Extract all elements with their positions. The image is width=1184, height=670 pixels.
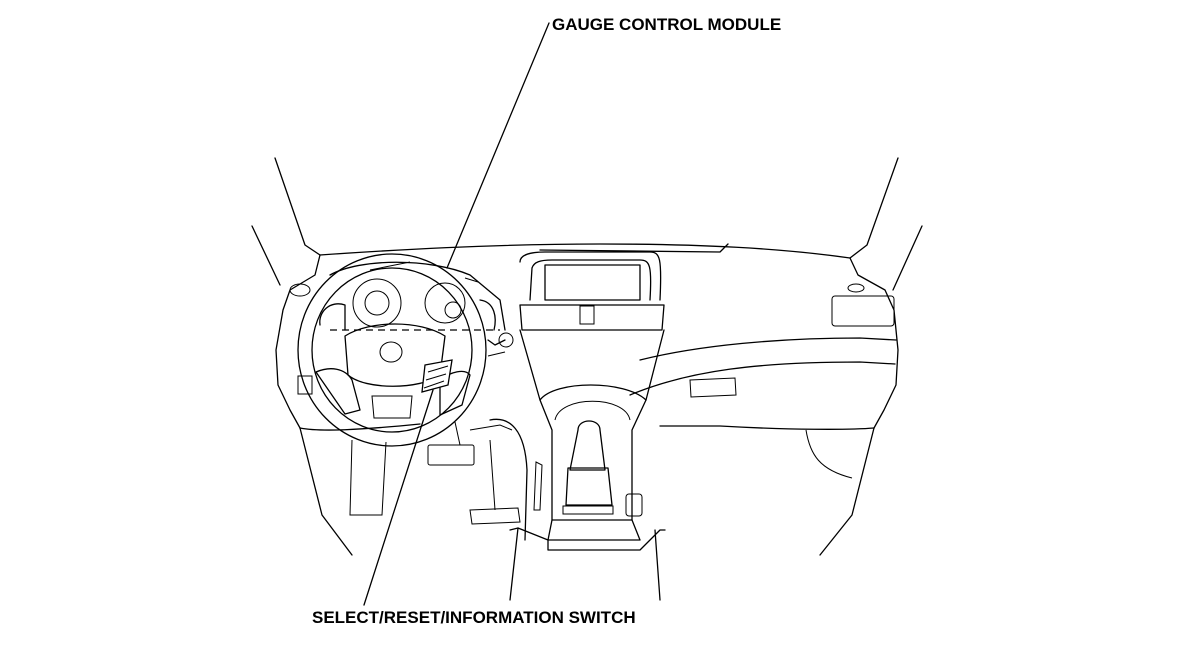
center-stack	[509, 251, 666, 601]
callout-select-reset-information-switch: SELECT/RESET/INFORMATION SWITCH	[312, 608, 636, 627]
steering-wheel	[297, 253, 514, 447]
dashboard-outline	[275, 243, 899, 556]
leader-lines	[363, 22, 550, 606]
pedals	[427, 418, 528, 541]
callout-gauge-control-module: GAUGE CONTROL MODULE	[552, 15, 782, 34]
windshield-frame	[251, 157, 923, 291]
